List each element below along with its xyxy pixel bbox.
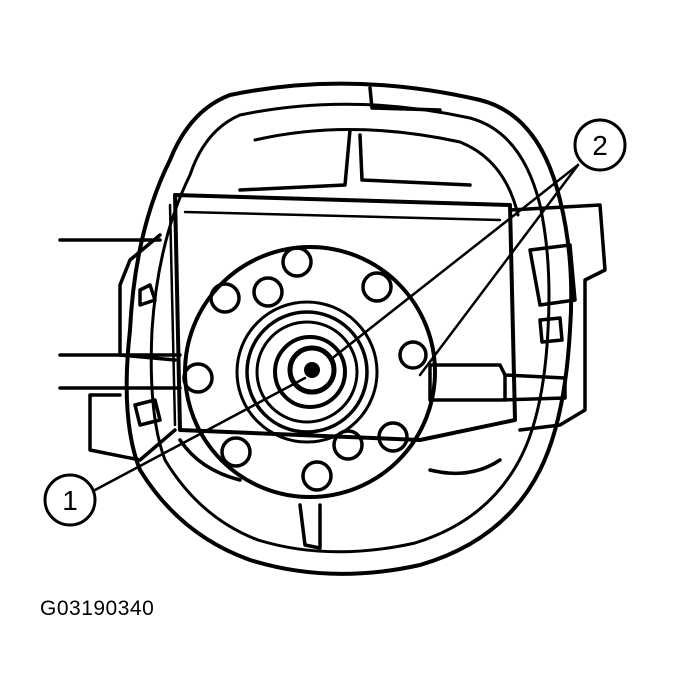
housing-outline	[124, 81, 574, 576]
left-flange	[58, 233, 182, 462]
pinion-hub	[235, 300, 379, 444]
callout-1-label: 1	[62, 485, 78, 516]
figure-id: G03190340	[40, 597, 155, 620]
leader-lines	[93, 163, 580, 492]
right-flange	[428, 203, 607, 432]
casting-ribs	[178, 86, 502, 550]
callout-2: 2	[573, 118, 627, 172]
callout-1: 1	[43, 473, 97, 527]
cover-plate	[168, 193, 517, 442]
callout-2-label: 2	[592, 130, 608, 161]
flange-bolts	[182, 246, 428, 492]
